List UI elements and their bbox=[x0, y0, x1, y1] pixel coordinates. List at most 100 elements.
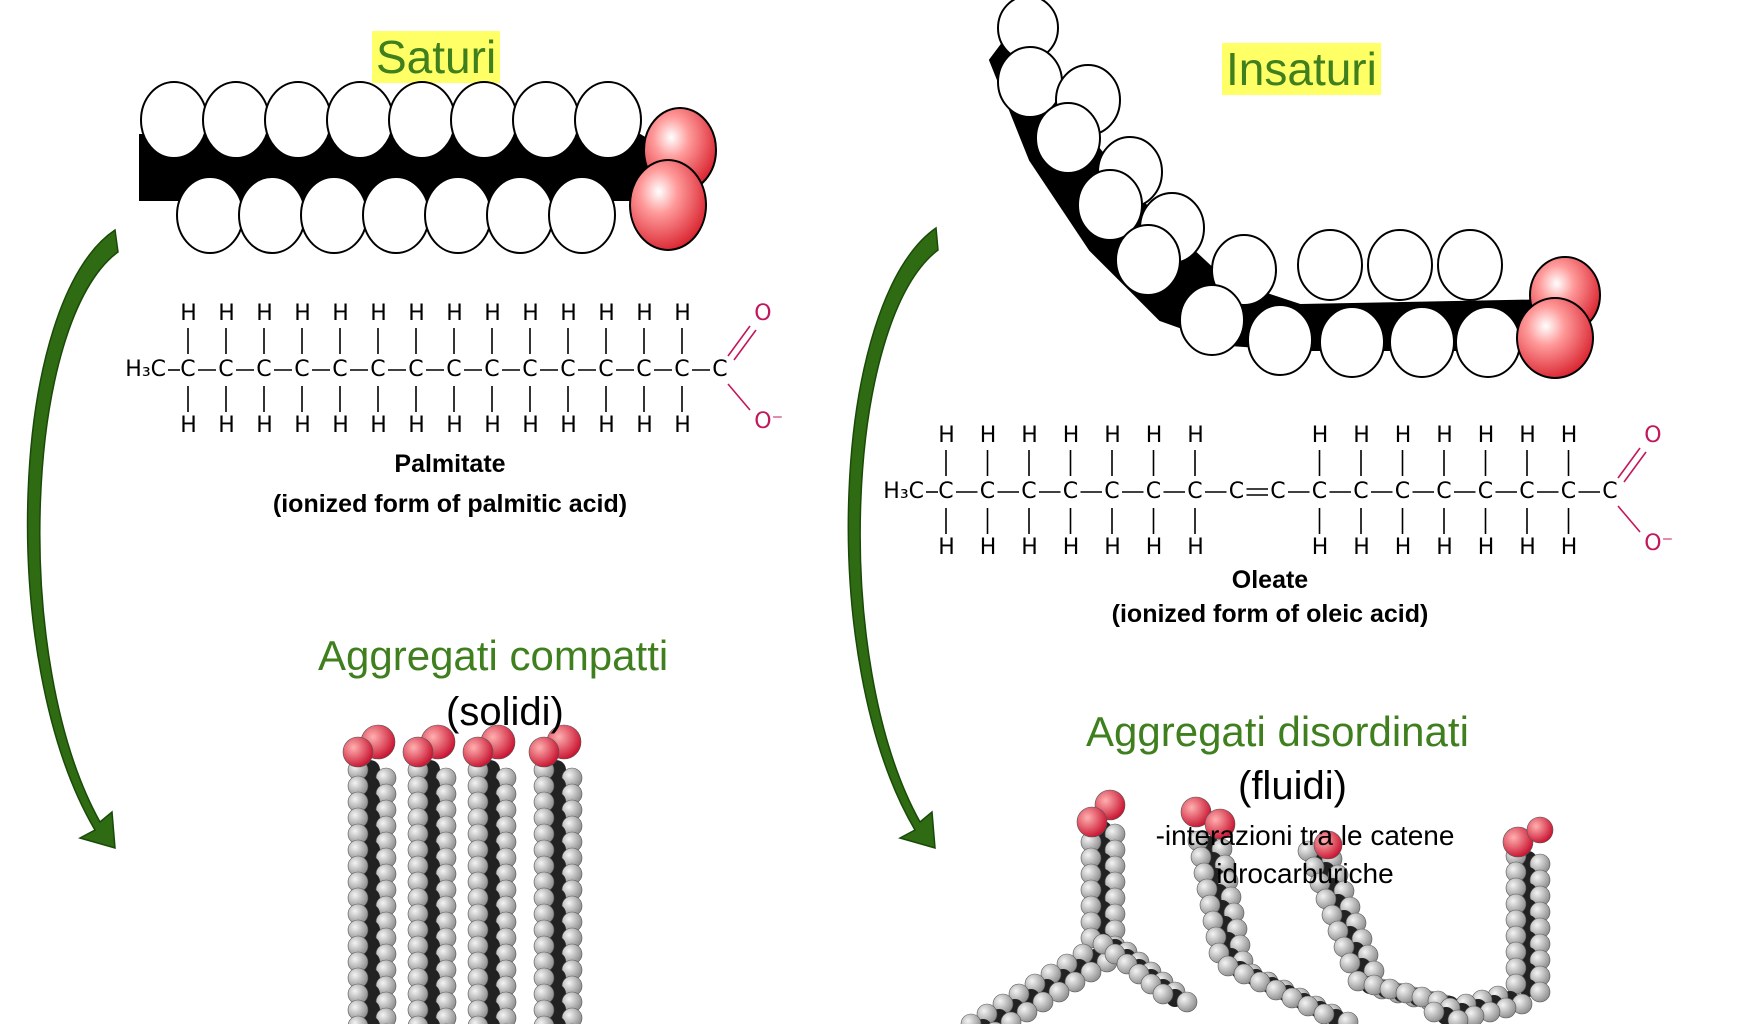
hydrogen-atom: H bbox=[674, 412, 691, 438]
palmitate-bonds bbox=[168, 325, 757, 412]
atom-sphere bbox=[407, 1015, 429, 1024]
carbon-atom: C bbox=[1187, 478, 1203, 504]
atom-sphere bbox=[1032, 991, 1054, 1013]
methyl-group: H₃C bbox=[125, 356, 167, 382]
saturated-label: Saturi bbox=[372, 30, 501, 84]
hydrogen-atom: H bbox=[1187, 422, 1204, 448]
hydrogen-atom: H bbox=[1560, 534, 1578, 560]
unsaturated-label: Insaturi bbox=[1222, 42, 1381, 96]
hydrogen-atom: H bbox=[1436, 534, 1453, 560]
carbon-atom: C bbox=[598, 356, 614, 382]
oleate-description: (ionized form of oleic acid) bbox=[1111, 600, 1429, 628]
hydrogen-atom: H bbox=[1477, 534, 1495, 560]
carbon-atom: C bbox=[1228, 478, 1245, 504]
atom-sphere bbox=[1076, 806, 1108, 838]
atom-sphere bbox=[1423, 1001, 1445, 1023]
atom-sphere bbox=[1176, 991, 1198, 1013]
hydrogen-atom: H bbox=[1311, 422, 1329, 448]
carbon-atom: C bbox=[522, 356, 538, 382]
disordered-aggregates-title: Aggregati disordinati bbox=[1086, 708, 1469, 755]
atom-sphere bbox=[1313, 830, 1343, 860]
hydrogen-atom: H bbox=[1519, 534, 1536, 560]
oxygen-atom: O bbox=[754, 300, 772, 326]
oleate-spacefill-model bbox=[988, 0, 1601, 379]
carbon-atom: C bbox=[1353, 478, 1369, 504]
carbon-atom: C bbox=[1062, 478, 1079, 504]
carbon-atom: C bbox=[218, 356, 234, 382]
hydrogen-atom: H bbox=[598, 300, 615, 326]
atom-sphere bbox=[1529, 981, 1551, 1003]
compact-aggregate-model bbox=[342, 724, 583, 1024]
carboxyl-carbon: C bbox=[1602, 478, 1618, 504]
oxygen-anion: O⁻ bbox=[1644, 530, 1674, 556]
hydrogen-atom: H bbox=[1477, 422, 1495, 448]
hydrogen-atom: H bbox=[218, 412, 235, 438]
carbon-atom: C bbox=[1311, 478, 1328, 504]
atom-sphere bbox=[1505, 973, 1527, 995]
hydrogen-atom: H bbox=[256, 412, 273, 438]
carbon-atom: C bbox=[294, 356, 310, 382]
hydrogen-atom: H bbox=[370, 412, 387, 438]
atom-sphere bbox=[1313, 1003, 1335, 1024]
atom-sphere bbox=[342, 736, 374, 768]
carbon-atom: C bbox=[1560, 478, 1577, 504]
oxygen-anion: O⁻ bbox=[754, 408, 784, 434]
hydrogen-atom: H bbox=[294, 300, 311, 326]
hydrogen-atom: H bbox=[180, 412, 197, 438]
hydrogen-atom: H bbox=[1021, 422, 1038, 448]
carbon-atom: C bbox=[370, 356, 386, 382]
hydrogen-atom: H bbox=[1104, 422, 1121, 448]
carbon-atom: C bbox=[1436, 478, 1452, 504]
hydrogen-atom: H bbox=[979, 422, 997, 448]
hydrogen-atom: H bbox=[674, 300, 691, 326]
atom-sphere bbox=[1152, 983, 1174, 1005]
atom-sphere bbox=[1016, 1001, 1038, 1023]
carbon-atom: C bbox=[332, 356, 348, 382]
hydrogen-atom: H bbox=[1519, 422, 1536, 448]
hydrogen-atom: H bbox=[180, 300, 197, 326]
carbon-atom: C bbox=[1145, 478, 1162, 504]
hydrogen-atom: H bbox=[938, 534, 955, 560]
palmitate-description: (ionized form of palmitic acid) bbox=[272, 490, 628, 518]
atom-sphere bbox=[1337, 1011, 1359, 1024]
disordered-aggregate-model bbox=[960, 789, 1554, 1024]
hydrogen-atom: H bbox=[256, 300, 273, 326]
atom-sphere bbox=[1447, 1009, 1469, 1024]
hydrogen-atom: H bbox=[1021, 534, 1038, 560]
hydrogen-atom: H bbox=[446, 412, 463, 438]
hydrogen-atom: H bbox=[218, 300, 235, 326]
hydrogen-atom: H bbox=[1560, 422, 1578, 448]
atom-sphere bbox=[528, 736, 560, 768]
hydrogen-atom: H bbox=[560, 412, 577, 438]
carboxyl-carbon: C bbox=[712, 356, 728, 382]
hydrogen-atom: H bbox=[408, 412, 425, 438]
hydrogen-atom: H bbox=[370, 300, 387, 326]
hydrogen-atom: H bbox=[598, 412, 615, 438]
hydrogen-atom: H bbox=[332, 412, 349, 438]
carbon-atom: C bbox=[408, 356, 424, 382]
hydrogen-atom: H bbox=[1062, 422, 1080, 448]
carbon-atom: C bbox=[484, 356, 500, 382]
bond bbox=[1623, 451, 1647, 483]
atom-sphere bbox=[462, 736, 494, 768]
hydrogen-atom: H bbox=[1436, 422, 1453, 448]
hydrogen-atom: H bbox=[938, 422, 955, 448]
bond bbox=[727, 383, 751, 411]
palmitate-name: Palmitate bbox=[394, 450, 506, 478]
hydrogen-atom: H bbox=[522, 300, 539, 326]
atom-sphere bbox=[1000, 1011, 1022, 1024]
atom-sphere bbox=[1080, 961, 1102, 983]
atom-sphere bbox=[533, 1015, 555, 1024]
carbon-atom: C bbox=[1394, 478, 1411, 504]
atom-sphere bbox=[1204, 808, 1236, 840]
hydrogen-atom: H bbox=[1394, 422, 1412, 448]
oleate-bonds bbox=[926, 447, 1647, 534]
atom-sphere bbox=[960, 1013, 982, 1024]
carbon-atom: C bbox=[1270, 478, 1286, 504]
hydrogen-atom: H bbox=[1353, 422, 1370, 448]
hydrogen-atom: H bbox=[294, 412, 311, 438]
carbon-atom: C bbox=[446, 356, 462, 382]
compact-aggregates-subtitle: (solidi) bbox=[446, 690, 564, 734]
hydrogen-atom: H bbox=[332, 300, 349, 326]
